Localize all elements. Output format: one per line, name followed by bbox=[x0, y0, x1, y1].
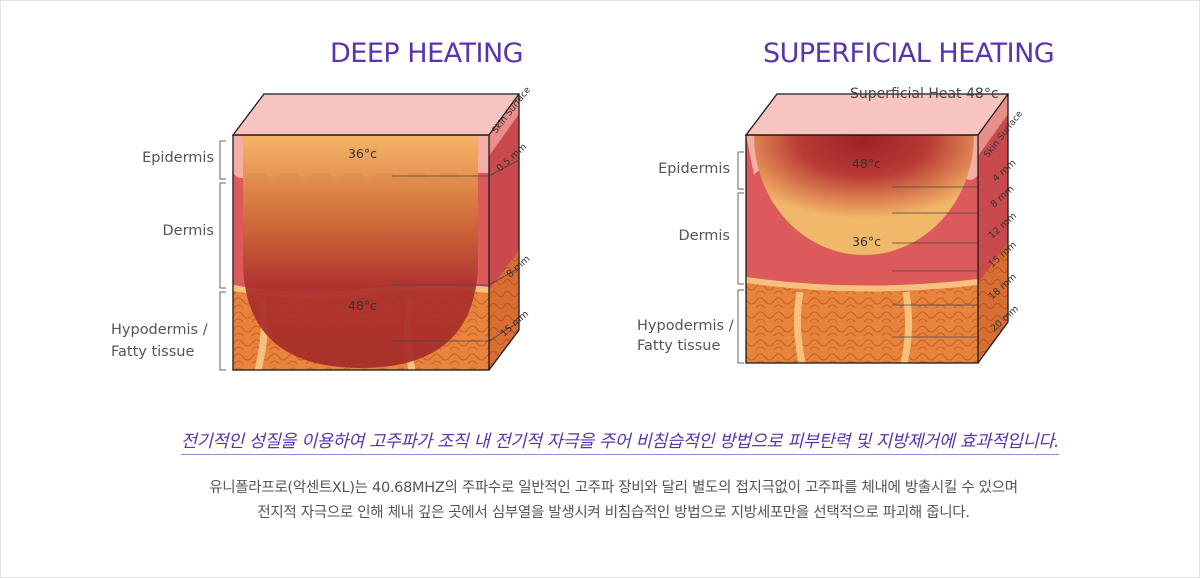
super-epidermis-label: Epidermis bbox=[658, 161, 730, 177]
deep-temp-bottom: 48°c bbox=[348, 298, 377, 313]
description-line: 전지적 자극으로 인해 체내 깊은 곳에서 심부열을 발생시켜 비침습적인 방법… bbox=[257, 505, 970, 521]
deep-top-face bbox=[233, 94, 519, 135]
super-temp-bottom: 36°c bbox=[852, 234, 881, 249]
headline: 전기적인 성질을 이용하여 고주파가 조직 내 전기적 자극을 주어 비침습적인… bbox=[0, 428, 1200, 455]
deep-fatty-tissue-label: Fatty tissue bbox=[111, 344, 195, 360]
super-heat-zone bbox=[754, 135, 974, 255]
super-side-epidermis bbox=[978, 94, 1008, 156]
deep-hypodermis-label: Hypodermis / bbox=[111, 322, 208, 338]
super-temp-top: 48°c bbox=[852, 156, 881, 171]
deep-temp-top: 36°c bbox=[348, 146, 377, 161]
deep-heat-zone bbox=[243, 135, 478, 368]
description-line: 유니폴라프로(악센트XL)는 40.68MHZ의 주파수로 일반적인 고주파 장… bbox=[209, 480, 1018, 496]
headline-text: 전기적인 성질을 이용하여 고주파가 조직 내 전기적 자극을 주어 비침습적인… bbox=[180, 432, 1059, 455]
super-hypodermis-label: Hypodermis / bbox=[637, 318, 734, 334]
super-top-face bbox=[746, 94, 1008, 135]
super-dermis-label: Dermis bbox=[678, 228, 730, 244]
superficial-heating-title: SUPERFICIAL HEATING bbox=[763, 38, 1055, 69]
deep-dermis-label: Dermis bbox=[162, 223, 214, 239]
super-fatty-tissue-label: Fatty tissue bbox=[637, 338, 721, 354]
super-side-fat bbox=[978, 243, 1008, 363]
deep-heating-title: DEEP HEATING bbox=[330, 38, 524, 69]
description: 유니폴라프로(악센트XL)는 40.68MHZ의 주파수로 일반적인 고주파 장… bbox=[0, 476, 1200, 526]
superficial-heat-caption: Superficial Heat 48°c bbox=[850, 86, 999, 102]
deep-epidermis-label: Epidermis bbox=[142, 150, 214, 166]
deep-side-epidermis bbox=[489, 94, 519, 156]
